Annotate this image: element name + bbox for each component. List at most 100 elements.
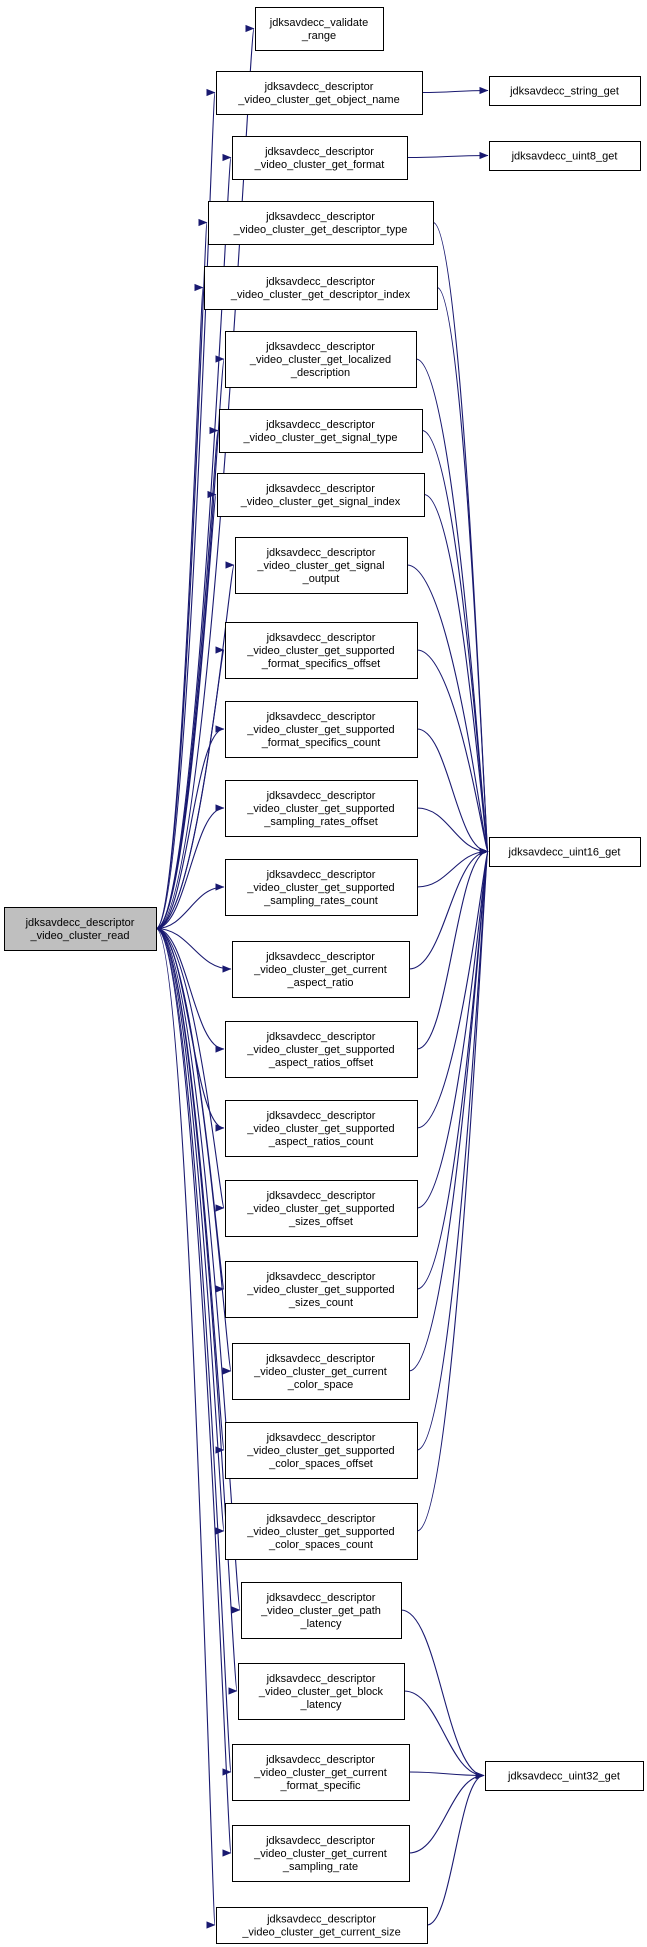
edge-get-current-sampling-rate-to-uint32-get: [408, 1771, 485, 1854]
node-label-line: jdksavdecc_descriptor: [266, 1271, 376, 1283]
node-label-line: _sampling_rates_count: [263, 895, 378, 907]
node-label-line: _format_specific: [279, 1780, 361, 1792]
node-get-descriptor-type[interactable]: jdksavdecc_descriptor_video_cluster_get_…: [208, 201, 434, 245]
node-label-line: _video_cluster_get_supported: [246, 1526, 394, 1538]
node-get-supported-sizes-offset[interactable]: jdksavdecc_descriptor_video_cluster_get_…: [225, 1180, 418, 1237]
node-get-format[interactable]: jdksavdecc_descriptor_video_cluster_get_…: [232, 136, 408, 180]
node-root[interactable]: jdksavdecc_descriptor_video_cluster_read: [4, 907, 157, 951]
node-label-line: _video_cluster_get_descriptor_type: [233, 224, 408, 236]
node-box: [225, 859, 418, 916]
node-get-localized-description[interactable]: jdksavdecc_descriptor_video_cluster_get_…: [225, 331, 417, 388]
node-box: [225, 1180, 418, 1237]
node-label-line: jdksavdecc_descriptor: [266, 1673, 376, 1685]
node-label-line: _aspect_ratio: [286, 977, 353, 989]
node-box: [208, 201, 434, 245]
node-get-supported-aspect-ratios-count[interactable]: jdksavdecc_descriptor_video_cluster_get_…: [225, 1100, 418, 1157]
node-label-line: _video_cluster_get_supported: [246, 882, 394, 894]
node-get-object-name[interactable]: jdksavdecc_descriptor_video_cluster_get_…: [216, 71, 423, 115]
node-get-current-sampling-rate[interactable]: jdksavdecc_descriptor_video_cluster_get_…: [232, 1825, 410, 1882]
edge-root-to-get-current-color-space: [155, 927, 232, 1374]
node-get-supported-sampling-rates-offset[interactable]: jdksavdecc_descriptor_video_cluster_get_…: [225, 780, 418, 837]
node-label-line: _latency: [300, 1618, 342, 1630]
node-label-line: _video_cluster_get_descriptor_index: [230, 289, 411, 301]
node-label-line: _aspect_ratios_offset: [268, 1057, 373, 1069]
node-label-line: jdksavdecc_uint16_get: [508, 847, 621, 859]
edge-root-to-get-current-aspect-ratio: [155, 927, 232, 973]
node-label-line: jdksavdecc_descriptor: [266, 632, 376, 644]
node-box: [232, 1744, 410, 1801]
node-box: [485, 1761, 644, 1791]
edge-get-supported-aspect-ratios-offset-to-uint16-get: [416, 847, 489, 1050]
node-get-supported-format-specifics-count[interactable]: jdksavdecc_descriptor_video_cluster_get_…: [225, 701, 418, 758]
node-uint8-get[interactable]: jdksavdecc_uint8_get: [489, 141, 641, 171]
node-label-line: jdksavdecc_uint32_get: [507, 1771, 620, 1783]
node-label-line: _color_space: [287, 1379, 353, 1391]
node-label-line: _video_cluster_get_signal: [256, 560, 384, 572]
node-get-current-size[interactable]: jdksavdecc_descriptor_video_cluster_get_…: [216, 1907, 428, 1944]
edge-root-to-get-descriptor-index: [155, 286, 204, 930]
node-label-line: jdksavdecc_descriptor: [266, 1190, 376, 1202]
node-uint16-get[interactable]: jdksavdecc_uint16_get: [489, 837, 641, 867]
node-box: [232, 136, 408, 180]
edge-root-to-get-supported-sizes-offset: [155, 927, 225, 1211]
node-label-line: _sampling_rates_offset: [263, 816, 378, 828]
node-label-line: _color_spaces_count: [268, 1539, 373, 1551]
node-get-supported-color-spaces-offset[interactable]: jdksavdecc_descriptor_video_cluster_get_…: [225, 1422, 418, 1479]
node-uint32-get[interactable]: jdksavdecc_uint32_get: [485, 1761, 644, 1791]
node-box: [489, 141, 641, 171]
node-get-signal-output[interactable]: jdksavdecc_descriptor_video_cluster_get_…: [235, 537, 408, 594]
node-get-supported-aspect-ratios-offset[interactable]: jdksavdecc_descriptor_video_cluster_get_…: [225, 1021, 418, 1078]
node-label-line: _video_cluster_get_current: [253, 1767, 387, 1779]
node-box: [225, 331, 417, 388]
node-label-line: _output: [302, 573, 340, 585]
node-label-line: _video_cluster_get_block: [258, 1686, 384, 1698]
edge-root-to-get-current-format-specific: [155, 927, 232, 1774]
node-get-descriptor-index[interactable]: jdksavdecc_descriptor_video_cluster_get_…: [204, 266, 438, 310]
node-label-line: _video_cluster_read: [29, 930, 129, 942]
node-label-line: _video_cluster_get_current: [253, 964, 387, 976]
node-box: [225, 1100, 418, 1157]
edge-get-supported-aspect-ratios-count-to-uint16-get: [416, 848, 489, 1129]
node-get-current-format-specific[interactable]: jdksavdecc_descriptor_video_cluster_get_…: [232, 1744, 410, 1801]
node-get-current-aspect-ratio[interactable]: jdksavdecc_descriptor_video_cluster_get_…: [232, 941, 410, 998]
edge-get-path-latency-to-uint32-get: [400, 1609, 485, 1780]
node-label-line: _video_cluster_get_supported: [246, 1445, 394, 1457]
node-label-line: _video_cluster_get_object_name: [237, 94, 399, 106]
node-label-line: jdksavdecc_descriptor: [265, 211, 375, 223]
edge-get-current-size-to-uint32-get: [426, 1771, 485, 1926]
node-label-line: jdksavdecc_descriptor: [266, 711, 376, 723]
edge-root-to-get-supported-aspect-ratios-offset: [155, 927, 225, 1053]
node-box: [232, 1825, 410, 1882]
node-label-line: _video_cluster_get_path: [260, 1605, 381, 1617]
node-box: [225, 622, 418, 679]
edge-root-to-get-signal-type: [155, 428, 219, 930]
node-label-line: jdksavdecc_descriptor: [265, 483, 375, 495]
edge-root-to-get-supported-format-specifics-count: [155, 725, 225, 930]
node-label-line: _sampling_rate: [282, 1861, 358, 1873]
node-box: [235, 537, 408, 594]
edge-root-to-get-descriptor-type: [155, 221, 208, 930]
node-get-signal-type[interactable]: jdksavdecc_descriptor_video_cluster_get_…: [219, 409, 423, 453]
node-label-line: _description: [290, 367, 350, 379]
node-get-supported-sizes-count[interactable]: jdksavdecc_descriptor_video_cluster_get_…: [225, 1261, 418, 1318]
node-box: [217, 473, 425, 517]
edge-root-to-get-signal-output: [155, 562, 235, 930]
node-get-signal-index[interactable]: jdksavdecc_descriptor_video_cluster_get_…: [217, 473, 425, 517]
node-get-block-latency[interactable]: jdksavdecc_descriptor_video_cluster_get_…: [238, 1663, 405, 1720]
edge-get-current-color-space-to-uint16-get: [408, 849, 489, 1372]
node-get-supported-color-spaces-count[interactable]: jdksavdecc_descriptor_video_cluster_get_…: [225, 1503, 418, 1560]
node-string-get[interactable]: jdksavdecc_string_get: [489, 76, 641, 106]
node-label-line: _video_cluster_get_current_size: [241, 1927, 400, 1939]
node-get-path-latency[interactable]: jdksavdecc_descriptor_video_cluster_get_…: [241, 1582, 402, 1639]
node-validate-range[interactable]: jdksavdecc_validate_range: [255, 7, 384, 51]
node-label-line: _video_cluster_get_supported: [246, 1203, 394, 1215]
node-get-current-color-space[interactable]: jdksavdecc_descriptor_video_cluster_get_…: [232, 1343, 410, 1400]
node-box: [225, 701, 418, 758]
node-label-line: _video_cluster_get_supported: [246, 724, 394, 736]
node-get-supported-format-specifics-offset[interactable]: jdksavdecc_descriptor_video_cluster_get_…: [225, 622, 418, 679]
node-label-line: jdksavdecc_descriptor: [266, 869, 376, 881]
node-label-line: jdksavdecc_descriptor: [266, 1592, 376, 1604]
edge-get-format-to-uint8-get: [406, 151, 489, 160]
node-get-supported-sampling-rates-count[interactable]: jdksavdecc_descriptor_video_cluster_get_…: [225, 859, 418, 916]
